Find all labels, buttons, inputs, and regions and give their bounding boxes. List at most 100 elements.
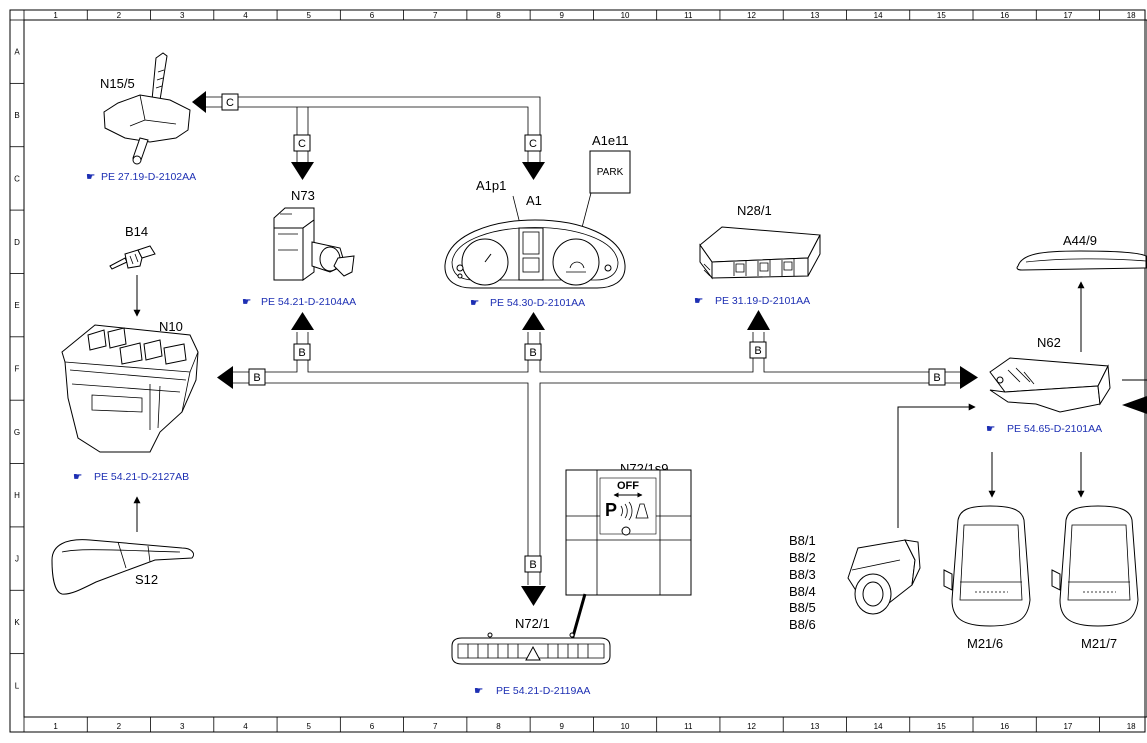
- b-bus-label-left: B: [253, 372, 260, 384]
- grid-column-label: 16: [1000, 722, 1009, 731]
- n10-component: N10 ☛ PE 54.21-D-2127AB: [61, 319, 199, 532]
- grid-column-label: 8: [496, 11, 501, 20]
- n62-label: N62: [1037, 335, 1061, 350]
- c-bus-label-a1: C: [529, 138, 537, 150]
- b-bus-label-a1: B: [529, 347, 536, 359]
- a1e11-label: A1e11: [592, 133, 629, 148]
- grid-column-label: 11: [684, 722, 693, 731]
- m21-7-component: M21/7: [1051, 505, 1139, 651]
- a1-label: A1: [526, 193, 542, 208]
- roof-lamp-icon: [1016, 250, 1147, 271]
- grid-column-label: 13: [810, 722, 819, 731]
- ref-icon: ☛: [73, 471, 82, 483]
- n28-1-component: N28/1 ☛ PE 31.19-D-2101AA: [694, 203, 821, 307]
- grid-column-label: 14: [874, 722, 883, 731]
- n15-5-ref-link[interactable]: PE 27.19-D-2102AA: [101, 171, 196, 183]
- grid-column-label: 18: [1127, 722, 1136, 731]
- grid-row-label: J: [15, 555, 19, 564]
- b8-4-label: B8/4: [789, 584, 816, 599]
- n73-label: N73: [291, 188, 315, 203]
- svg-text:P: P: [605, 500, 617, 520]
- grid-row-label: A: [14, 48, 20, 57]
- ref-icon: ☛: [242, 296, 251, 308]
- grid-column-label: 18: [1127, 11, 1136, 20]
- a1-ref-link[interactable]: PE 54.30-D-2101AA: [490, 297, 585, 309]
- a1-component: A1e11 PARK A1p1 A1 ☛ PE 54.30-D-2101AA: [444, 133, 631, 309]
- grid-column-label: 6: [370, 11, 375, 20]
- grid-column-label: 5: [306, 11, 311, 20]
- b14-label: B14: [125, 224, 148, 239]
- m21-7-label: M21/7: [1081, 636, 1117, 651]
- n10-ref-link[interactable]: PE 54.21-D-2127AB: [94, 471, 189, 483]
- grid-column-label: 16: [1000, 11, 1009, 20]
- grid-row-label: F: [15, 365, 20, 374]
- grid-row-label: G: [14, 428, 20, 437]
- n15-5-component: N15/5 ☛ PE 27.19-D-2102AA: [86, 52, 196, 183]
- grid-column-label: 7: [433, 722, 438, 731]
- n62-ref-link[interactable]: PE 54.65-D-2101AA: [1007, 423, 1102, 435]
- b8-sensors-component: B8/1 B8/2 B8/3 B8/4 B8/5 B8/6: [789, 403, 976, 632]
- grid-column-label: 1: [53, 11, 58, 20]
- grid-row-label: L: [15, 681, 20, 690]
- ref-icon: ☛: [86, 171, 95, 183]
- n73-ref-link[interactable]: PE 54.21-D-2104AA: [261, 296, 356, 308]
- grid-column-label: 14: [874, 11, 883, 20]
- b8-1-label: B8/1: [789, 533, 816, 548]
- grid-column-label: 10: [621, 722, 630, 731]
- grid-column-label: 5: [306, 722, 311, 731]
- n15-5-label: N15/5: [100, 76, 135, 91]
- grid-column-label: 11: [684, 11, 693, 20]
- ultrasonic-sensor-icon: [847, 539, 921, 615]
- grid-column-label: 6: [370, 722, 375, 731]
- n73-component: N73 ☛ PE 54.21-D-2104AA: [242, 188, 356, 308]
- b-bus-label-right: B: [933, 372, 940, 384]
- ignition-switch-icon: [273, 207, 355, 281]
- parktronic-switch-icon: P: [605, 492, 649, 536]
- grid-column-label: 4: [243, 722, 248, 731]
- n72-1-ref-link[interactable]: PE 54.21-D-2119AA: [496, 685, 590, 697]
- n72-1-label: N72/1: [515, 616, 550, 631]
- b8-6-label: B8/6: [789, 617, 816, 632]
- grid-column-label: 3: [180, 11, 185, 20]
- grid-row-label: D: [14, 238, 20, 247]
- grid-column-label: 12: [747, 722, 756, 731]
- grid-column-label: 12: [747, 11, 756, 20]
- grid-row-label: C: [14, 174, 20, 183]
- a44-9-label: A44/9: [1063, 233, 1097, 248]
- ref-icon: ☛: [694, 295, 703, 307]
- c-bus: C C C: [192, 91, 545, 180]
- b14-component: B14: [109, 224, 156, 317]
- selector-lever-icon: [103, 52, 191, 165]
- grid-column-label: 1: [53, 722, 58, 731]
- grid-column-label: 9: [560, 722, 565, 731]
- grid-column-label: 8: [496, 722, 501, 731]
- mirror-icon: [1051, 505, 1139, 627]
- grid-column-label: 15: [937, 11, 946, 20]
- grid-column-label: 9: [560, 11, 565, 20]
- grid-row-label: B: [14, 111, 19, 120]
- m21-6-component: M21/6: [943, 505, 1031, 651]
- n62-component: N62 ☛ PE 54.65-D-2101AA: [986, 335, 1147, 498]
- grid-column-label: 2: [117, 11, 122, 20]
- n72-1s9-component: N72/1s9 OFF P: [565, 461, 692, 641]
- b-bus-label-n73: B: [298, 347, 305, 359]
- temperature-sensor-icon: [109, 245, 156, 270]
- a44-9-component: A44/9: [1016, 233, 1147, 352]
- n72-1-component: N72/1 ☛ PE 54.21-D-2119AA: [451, 616, 611, 697]
- b-bus-label-n28: B: [754, 345, 761, 357]
- n28-1-ref-link[interactable]: PE 31.19-D-2101AA: [715, 295, 810, 307]
- parktronic-control-unit-icon: [989, 357, 1111, 413]
- s12-component: S12: [51, 539, 195, 595]
- s12-label: S12: [135, 572, 158, 587]
- grid-column-label: 17: [1063, 11, 1072, 20]
- b-bus-label-n72: B: [529, 559, 536, 571]
- mirror-icon: [943, 505, 1031, 627]
- b8-2-label: B8/2: [789, 550, 816, 565]
- grid-row-label: E: [14, 301, 19, 310]
- instrument-cluster-icon: [444, 219, 626, 289]
- b-bus: B B B B B B: [217, 310, 978, 606]
- sam-control-unit-icon: [61, 324, 199, 453]
